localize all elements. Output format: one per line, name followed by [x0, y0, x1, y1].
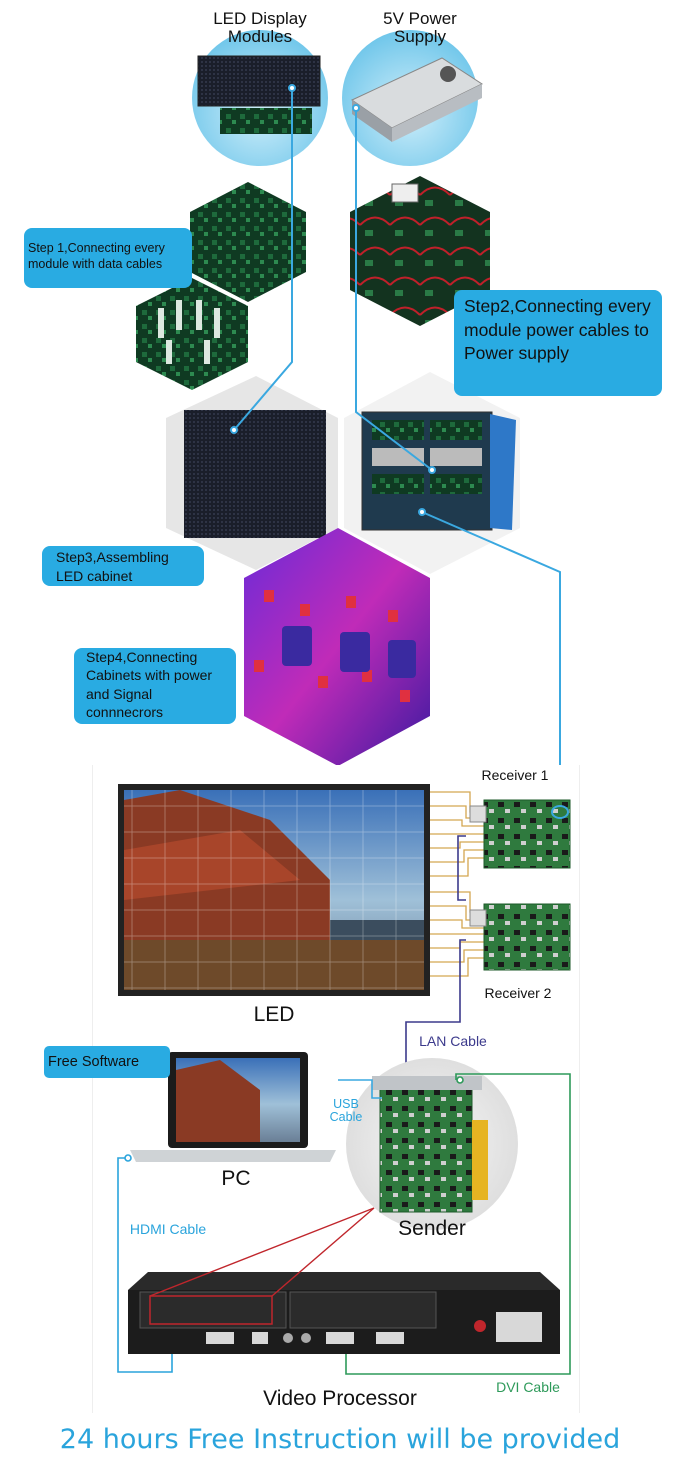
receiver-2-label: Receiver 2 [484, 985, 552, 1001]
sender-label: Sender [398, 1217, 466, 1240]
led-label: LED [253, 1003, 295, 1026]
step2-callout: Step2,Connecting every module power cabl… [454, 290, 662, 396]
free-software-callout: Free Software [44, 1046, 170, 1078]
pc-label: PC [221, 1167, 251, 1190]
module-wiring-hex [350, 176, 490, 326]
module-back-hex-2 [136, 278, 248, 390]
power-supply-photo [342, 30, 484, 166]
sender-card [346, 1058, 518, 1230]
pc-laptop [130, 1052, 336, 1162]
step3-callout: Step3,Assembling LED cabinet [42, 546, 204, 586]
video-processor-label: Video Processor [263, 1387, 417, 1410]
step4-callout: Step4,Connecting Cabinets with power and… [74, 648, 236, 724]
dvi-cable-label: DVI Cable [496, 1379, 560, 1395]
assembly-steps-graphic [136, 30, 561, 765]
led-cabinet-front-photo [166, 376, 338, 570]
receiver-2-board [469, 903, 571, 971]
led-modules-photo [192, 30, 328, 166]
usb-cable-label: USB Cable [329, 1097, 363, 1125]
led-modules-label: LED Display Modules [213, 9, 307, 46]
hdmi-cable-label: HDMI Cable [129, 1221, 207, 1237]
receiver-1-board [469, 799, 571, 869]
module-back-hex-1 [190, 182, 306, 302]
power-supply-label: 5V Power Supply [383, 9, 457, 46]
step1-callout: Step 1,Connecting every module with data… [24, 228, 192, 288]
lan-cable-label: LAN Cable [419, 1033, 487, 1049]
footer-instruction-text: 24 hours Free Instruction will be provid… [59, 1424, 621, 1455]
video-processor-unit [128, 1272, 560, 1354]
receiver-1-label: Receiver 1 [481, 767, 549, 783]
led-screen [118, 784, 430, 996]
connector-lines [233, 88, 561, 765]
cabinets-connection-photo [244, 528, 430, 765]
